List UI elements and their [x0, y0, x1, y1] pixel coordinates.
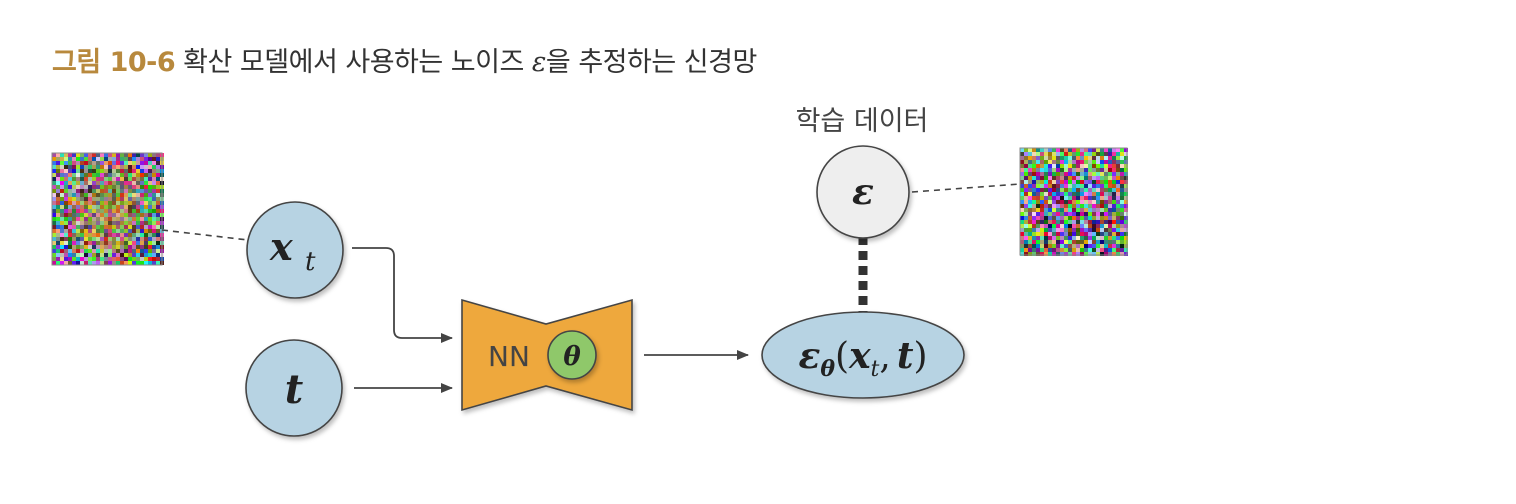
noise-image-epsilon	[1019, 147, 1128, 256]
node-output-epsilon-theta: εθ(xt,t)	[761, 311, 965, 399]
output-theta: θ	[820, 356, 835, 382]
node-xt-sub: t	[305, 247, 316, 277]
output-open-paren: (	[835, 336, 849, 377]
output-close-paren: )	[913, 336, 927, 377]
neural-network-block: NN θ	[461, 298, 633, 412]
output-eps: ε	[798, 335, 820, 377]
node-xt: x t	[246, 201, 344, 299]
figure-label: 그림 10-6	[52, 47, 176, 78]
node-epsilon-main: ε	[852, 171, 874, 213]
node-t-main: t	[285, 366, 304, 413]
param-theta-circle	[547, 330, 597, 380]
node-epsilon: ε	[816, 145, 910, 239]
node-t: t	[245, 339, 343, 437]
output-expression: εθ(xt,t)	[798, 335, 927, 382]
output-t: t	[897, 335, 914, 377]
output-x-sub: t	[871, 357, 880, 382]
output-comma: ,	[879, 336, 890, 377]
dashed-connector-xt-image	[161, 229, 249, 241]
param-theta-label: θ	[563, 342, 581, 372]
training-data-label: 학습 데이터	[796, 106, 929, 137]
caption-text-after: 을 추정하는 신경망	[545, 47, 757, 78]
arrow-xt-to-network	[352, 247, 453, 343]
dashed-connector-epsilon-image	[911, 183, 1021, 193]
caption-epsilon: ε	[531, 47, 547, 78]
node-xt-main: x	[269, 224, 294, 269]
caption-text-before: 확산 모델에서 사용하는 노이즈	[183, 47, 532, 78]
noisy-image-xt	[51, 152, 164, 266]
network-label: NN	[488, 340, 530, 373]
output-x: x	[848, 335, 871, 377]
